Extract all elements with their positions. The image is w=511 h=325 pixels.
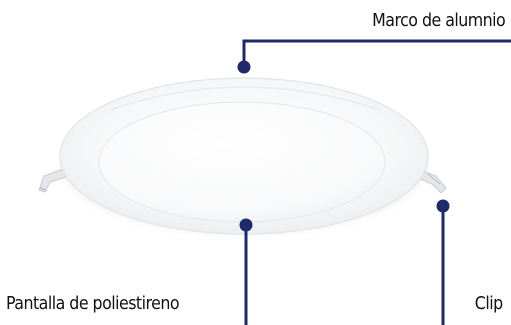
clip-label: Clip [475, 293, 503, 314]
frame-edge-highlight [109, 86, 381, 111]
frame-label: Marco de alumnio [371, 10, 506, 31]
clip-callout-dot [436, 199, 450, 213]
frame-callout-dot [237, 60, 251, 74]
diffuser-label: Pantalla de poliestireno [6, 293, 180, 314]
clip-leader [436, 199, 450, 325]
diffuser-leader [239, 218, 253, 325]
frame-leader [237, 39, 511, 74]
diffuser-callout-dot [239, 218, 253, 232]
polystyrene-diffuser [98, 101, 386, 223]
